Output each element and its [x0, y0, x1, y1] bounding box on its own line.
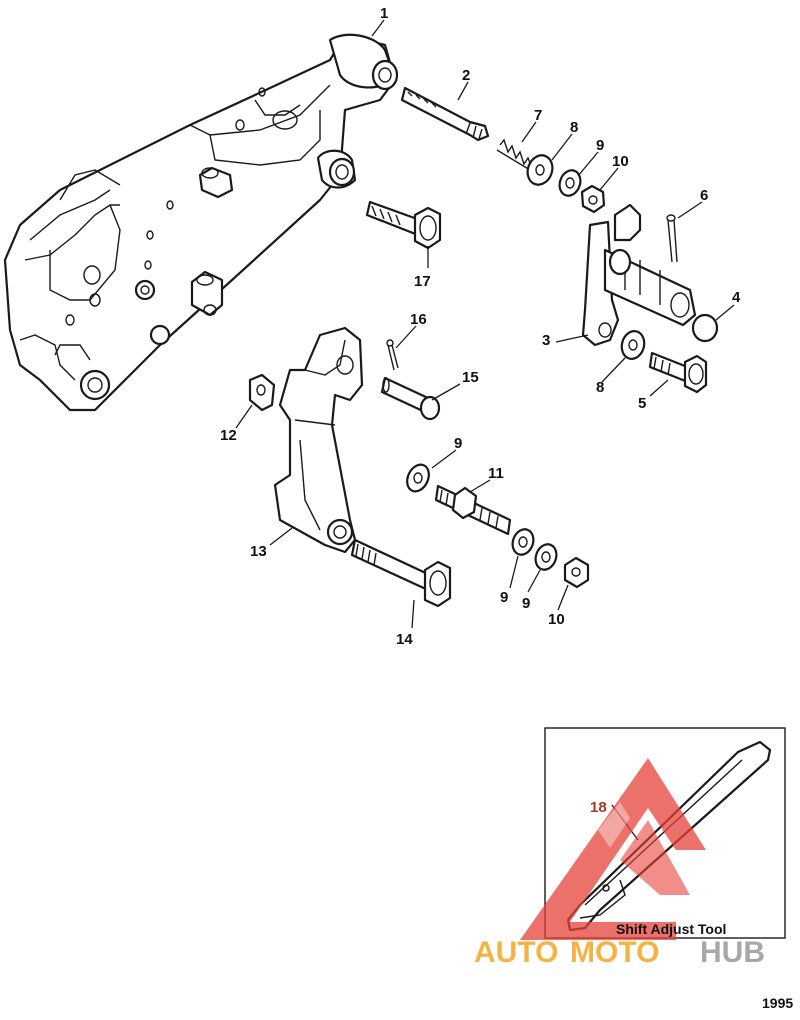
callout-18: 18: [590, 799, 607, 816]
part-15-clevis-pin: [380, 376, 441, 421]
diagram-number: 1995: [762, 995, 793, 1011]
callout-9a: 9: [596, 137, 604, 154]
part-14-bolt: [350, 538, 452, 608]
part-10-nut-top: [580, 184, 606, 214]
callout-9c: 9: [500, 589, 508, 606]
callout-9b: 9: [454, 435, 462, 452]
part-8-washer-top: [526, 154, 554, 186]
part-17-bolt: [365, 200, 442, 250]
watermark-logo: [520, 758, 706, 940]
part-16-cotter-pin: [386, 339, 399, 371]
callout-2: 2: [462, 67, 470, 84]
part-7-spring: [496, 138, 533, 171]
callout-13: 13: [250, 543, 267, 560]
callout-15: 15: [462, 369, 479, 386]
watermark-triangle-icon: [520, 758, 706, 940]
part-2-pin: [400, 86, 490, 142]
part-8-washer-right: [620, 330, 646, 360]
part-6-cotter-pin: [666, 214, 678, 263]
part-11-stud: [434, 484, 512, 536]
callout-9d: 9: [522, 595, 530, 612]
callout-7: 7: [534, 107, 542, 124]
part-9-washer-lower-b: [534, 543, 558, 571]
callout-10a: 10: [612, 153, 629, 170]
callout-8a: 8: [570, 119, 578, 136]
watermark-text-auto: AUTO: [474, 936, 558, 969]
callout-labels: 1 2 3 4 5 6 7 8 8 9 9 9 9 10 10 11 12 13…: [220, 5, 741, 648]
callout-4: 4: [732, 289, 741, 306]
part-4-cap: [691, 313, 719, 343]
part-1-main-bracket: [3, 33, 399, 412]
watermark-wordmark: AUTO MOTO HUB: [474, 936, 765, 969]
part-9-washer-top: [558, 169, 582, 197]
part-5-bolt: [648, 351, 708, 394]
callout-17: 17: [414, 273, 431, 290]
part-13-shift-link: [273, 326, 364, 554]
callout-5: 5: [638, 395, 646, 412]
callout-14: 14: [396, 631, 413, 648]
part-9-washer-lower-a: [511, 528, 535, 556]
callout-11: 11: [488, 465, 504, 482]
callout-12: 12: [220, 427, 237, 444]
watermark-text-moto: MOTO: [570, 936, 659, 969]
inset-tool-label: Shift Adjust Tool: [616, 921, 726, 937]
callout-6: 6: [700, 187, 708, 204]
part-12-clip: [248, 373, 276, 412]
callout-1: 1: [380, 5, 388, 22]
callout-10b: 10: [548, 611, 565, 628]
callout-16: 16: [410, 311, 427, 328]
part-9-washer-mid: [406, 463, 430, 493]
part-3-shift-lever: [581, 203, 697, 347]
callout-3: 3: [542, 332, 550, 349]
part-10-nut-lower: [563, 556, 590, 589]
watermark-text-hub: HUB: [700, 936, 765, 969]
leader-lines: [235, 19, 735, 629]
callout-8b: 8: [596, 379, 604, 396]
